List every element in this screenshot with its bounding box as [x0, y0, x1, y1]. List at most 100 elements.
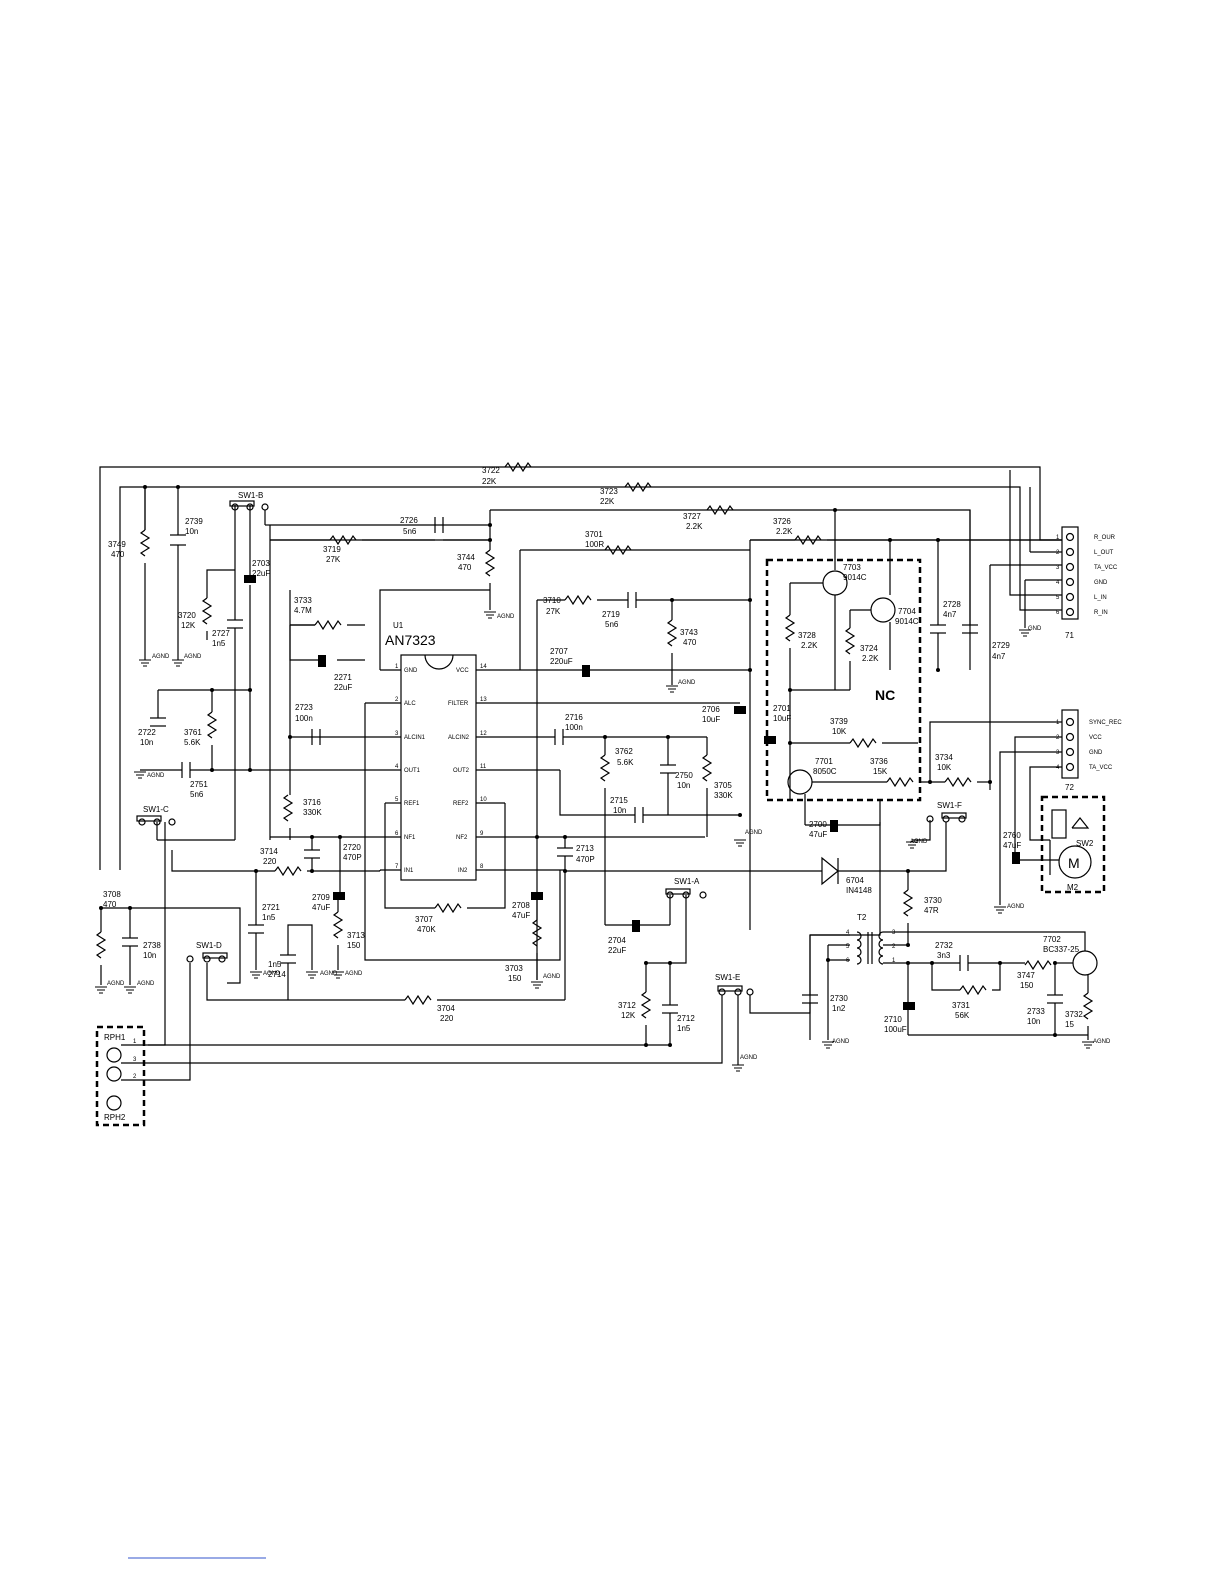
ref-2700: 2700 [809, 820, 827, 829]
net-l-in [1009, 470, 1062, 596]
val-2739: 10n [185, 527, 198, 536]
ic-body [400, 654, 477, 881]
ref-3720: 3720 [178, 611, 196, 620]
label-rph2: RPH2 [104, 1113, 126, 1122]
ref-2707: 2707 [550, 647, 568, 656]
val-3712: 12K [621, 1011, 636, 1020]
svg-text:VCC: VCC [456, 668, 469, 674]
val-3703: 150 [508, 974, 522, 983]
ref-2760: 2760 [1003, 831, 1021, 840]
connector-72-pins [1065, 717, 1075, 772]
ref-2709: 2709 [312, 893, 330, 902]
capacitor-2708 [531, 892, 543, 900]
connector-71-pins [1065, 532, 1075, 617]
label-motor: M [1068, 855, 1080, 871]
val-2738: 10n [143, 951, 156, 960]
val-3731: 56K [955, 1011, 970, 1020]
ref-2714: 2714 [268, 970, 286, 979]
svg-text:AGND: AGND [152, 654, 170, 660]
val-2715: 10n [613, 806, 626, 815]
ref-2728: 2728 [943, 600, 961, 609]
net-sw1f [912, 820, 931, 841]
svg-text:AGND: AGND [678, 680, 696, 686]
val-2719: 5n6 [605, 620, 619, 629]
ref-2703: 2703 [252, 559, 270, 568]
val-3701: 100R [585, 540, 604, 549]
ref-2738: 2738 [143, 941, 161, 950]
svg-text:AGND: AGND [745, 830, 763, 836]
svg-text:6: 6 [395, 831, 399, 837]
svg-text:AGND: AGND [345, 971, 363, 977]
ref-3734: 3734 [935, 753, 953, 762]
ref-2751: 2751 [190, 780, 208, 789]
svg-text:3: 3 [1056, 750, 1060, 756]
ref-3761: 3761 [184, 728, 202, 737]
net-72-vcc [1014, 736, 1062, 860]
val-3744: 470 [458, 563, 472, 572]
rph2-head [106, 1095, 122, 1111]
sw2-body [1051, 809, 1067, 839]
ref-2704: 2704 [608, 936, 626, 945]
svg-text:AGND: AGND [910, 839, 928, 845]
sw1-d-switch [186, 952, 228, 963]
net-in1 [171, 850, 275, 872]
val-3723: 22K [600, 497, 615, 506]
svg-text:3: 3 [395, 731, 399, 737]
t2-pin-6: 6 [846, 958, 850, 964]
val-2714: 1n5 [268, 960, 282, 969]
sw2-symbol [1071, 817, 1090, 829]
svg-text:AGND: AGND [137, 981, 155, 987]
ic-part: AN7323 [385, 632, 436, 648]
svg-text:SYNC_REC: SYNC_REC [1089, 720, 1122, 726]
ref-2730: 2730 [830, 994, 848, 1003]
ref-7704: 7704 [898, 607, 916, 616]
resistor-3723 [624, 481, 652, 493]
val-2722: 10n [140, 738, 153, 747]
val-3749: 470 [111, 550, 125, 559]
val-2728: 4n7 [943, 610, 957, 619]
resistor-3713 [332, 911, 344, 939]
val-3714: 220 [263, 857, 277, 866]
val-2720: 470P [343, 853, 362, 862]
val-2721: 1n5 [262, 913, 276, 922]
val-2750: 10n [677, 781, 690, 790]
ground-symbols [95, 611, 1094, 1072]
net-diode-out [838, 822, 947, 872]
resistor-3743 [666, 619, 678, 647]
val-3705: 330K [714, 791, 733, 800]
nc-label: NC [875, 687, 895, 703]
motor-m2 [1058, 845, 1092, 879]
transistor-7704 [870, 597, 896, 623]
ref-3707: 3707 [415, 915, 433, 924]
ref-2715: 2715 [610, 796, 628, 805]
val-2729: 4n7 [992, 652, 1006, 661]
net-ref2 [467, 803, 506, 909]
val-3736: 15K [873, 767, 888, 776]
svg-text:6: 6 [1056, 610, 1060, 616]
val-3722: 22K [482, 477, 497, 486]
ref-2750: 2750 [675, 771, 693, 780]
svg-text:4: 4 [1056, 580, 1060, 586]
svg-text:2: 2 [1056, 550, 1060, 556]
svg-text:TA_VCC: TA_VCC [1094, 565, 1118, 571]
ref-2710: 2710 [884, 1015, 902, 1024]
svg-text:OUT1: OUT1 [404, 768, 421, 774]
svg-text:8: 8 [480, 864, 484, 870]
svg-text:7: 7 [395, 864, 399, 870]
net-gnd-pin1 [379, 589, 490, 670]
resistor-3727 [706, 504, 734, 516]
connector-72-labels: 1 SYNC_REC 2 VCC 3 GND 4 TA_VCC [1056, 720, 1122, 771]
transformer-secondary [878, 931, 884, 965]
label-rph1: RPH1 [104, 1033, 126, 1042]
t2-pin-2: 2 [892, 944, 896, 950]
ref-2720: 2720 [343, 843, 361, 852]
val-2733: 10n [1027, 1017, 1040, 1026]
sw1-a-switch [665, 888, 707, 899]
val-3734: 10K [937, 763, 952, 772]
ref-2722: 2722 [138, 728, 156, 737]
ref-2701: 2701 [773, 704, 791, 713]
ref-2271: 2271 [334, 673, 352, 682]
resistor-3701 [604, 544, 632, 556]
ref-3708: 3708 [103, 890, 121, 899]
